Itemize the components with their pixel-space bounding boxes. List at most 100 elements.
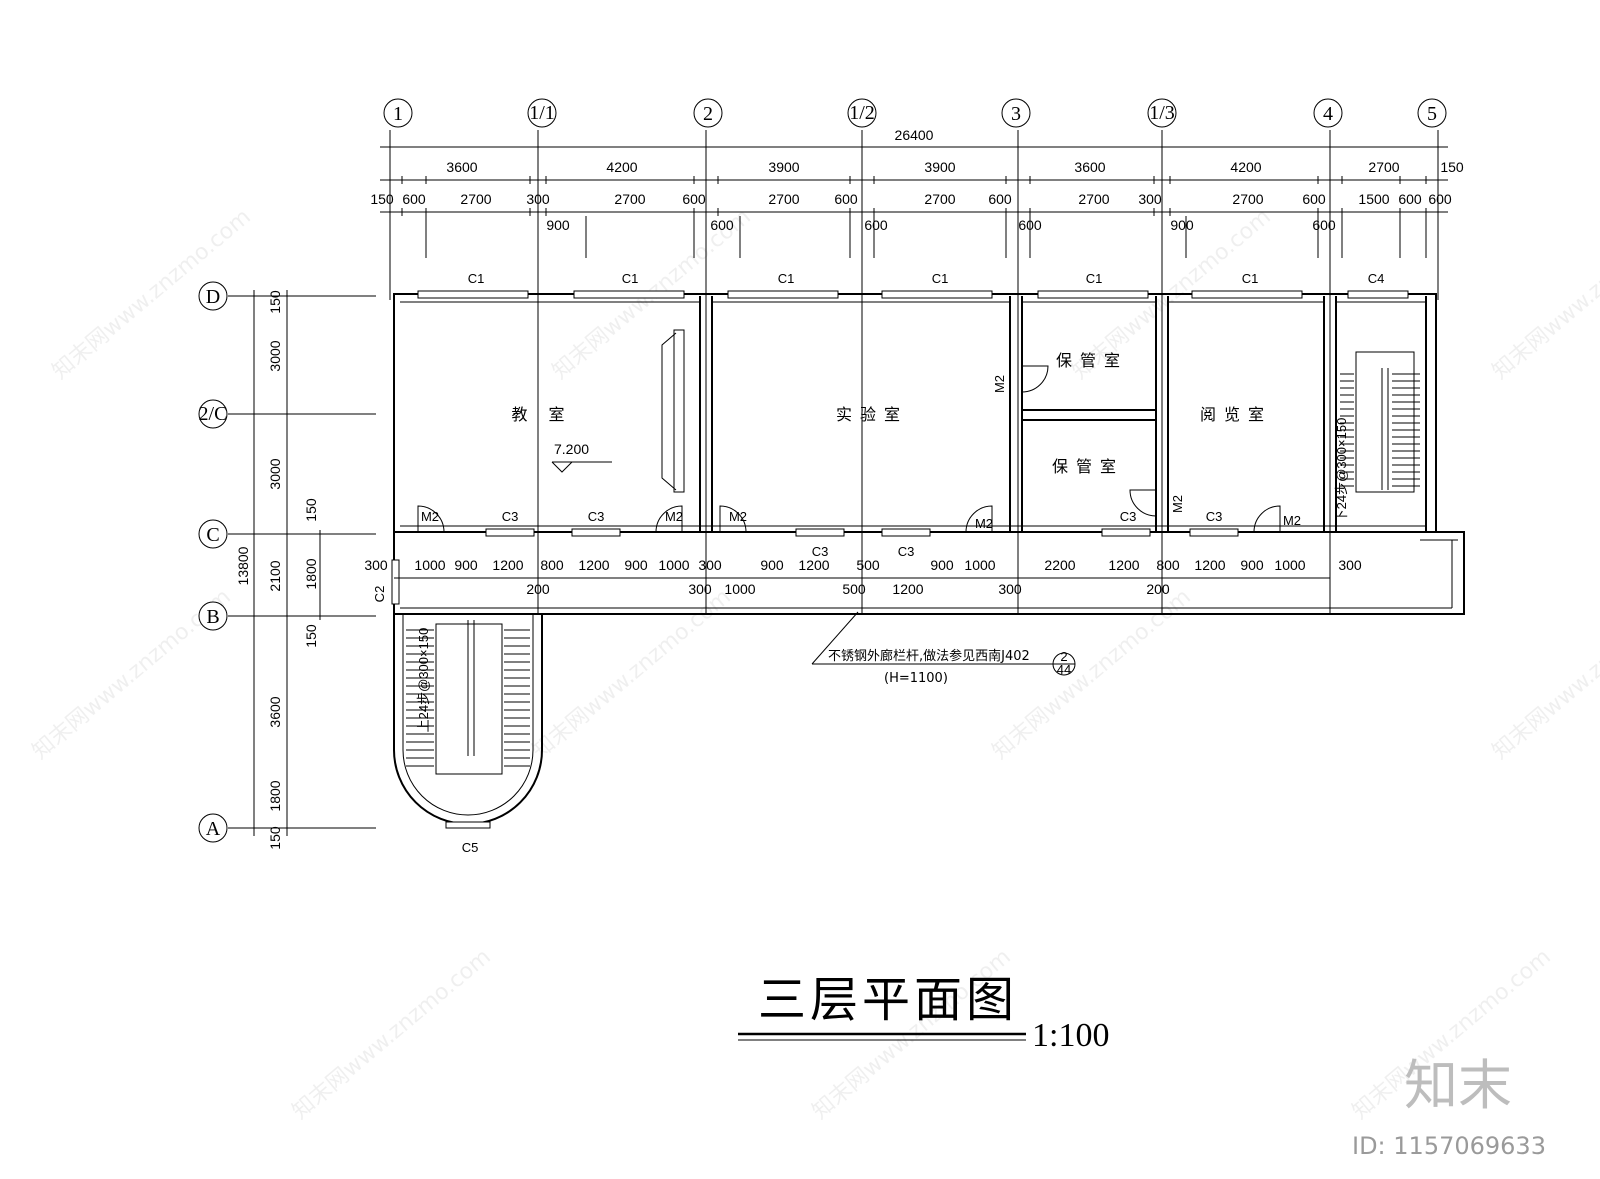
axis-label: C (206, 524, 219, 546)
dim-value: 1800 (303, 558, 319, 589)
dim-value: 900 (760, 557, 784, 573)
dim-value: 1000 (1274, 557, 1305, 573)
dim-value: 200 (1146, 581, 1170, 597)
door-label: M2 (975, 516, 993, 531)
dim-value: 300 (1338, 557, 1362, 573)
window-label: C5 (462, 840, 479, 855)
axis-bubbles-left: D 2/C C B A (198, 281, 228, 843)
dim-value: 2700 (614, 191, 645, 207)
door-label: M2 (421, 509, 439, 524)
watermark-text: 知末网www.znzmo.com (528, 584, 736, 764)
dim-value: 300 (526, 191, 550, 207)
dim-value: 600 (1428, 191, 1452, 207)
door-label: M2 (665, 509, 683, 524)
dim-value: 300 (998, 581, 1022, 597)
window-label: C3 (812, 544, 829, 559)
dim-value: 2700 (768, 191, 799, 207)
axis-label: 1 (393, 103, 403, 125)
left-dims: 1380030003000210036001800150150180015015… (235, 290, 319, 850)
dim-value: 600 (1398, 191, 1422, 207)
dim-value: 600 (988, 191, 1012, 207)
watermark-text: 知末网www.znzmo.com (1488, 204, 1600, 384)
dim-value: 600 (682, 191, 706, 207)
top-dims-row2: 150 600 2700 300 2700 600 2700 600 2700 600 2700 30… (370, 191, 1452, 207)
drawing-title: 三层平面图 (758, 972, 1018, 1028)
dim-value: 2700 (1078, 191, 1109, 207)
dim-value: 300 (364, 557, 388, 573)
watermark-text: 知末网www.znzmo.com (288, 944, 496, 1124)
room-labels: 教 室 实验室 保管室 保管室 阅览室 (511, 351, 1272, 476)
dim-total-left: 13800 (235, 546, 251, 585)
window-label: C4 (1368, 271, 1385, 286)
window-label: C3 (1120, 509, 1137, 524)
dim-value: 150 (267, 290, 283, 314)
elevation-mark: 7.200 (551, 441, 612, 473)
dim-value: 150 (303, 624, 319, 648)
axis-label: 1/1 (529, 102, 555, 124)
dim-value: 600 (864, 217, 888, 233)
axis-label: 2 (703, 103, 713, 125)
stair-label-left: 上24步@300×150 (416, 628, 431, 733)
dim-value: 2700 (1232, 191, 1263, 207)
top-dimension-lines (380, 143, 1448, 260)
stair-left-treads (406, 629, 530, 767)
room-classroom: 教 室 (511, 405, 572, 424)
top-dim-ticks (389, 176, 1439, 258)
window-label: C3 (588, 509, 605, 524)
dim-value: 900 (1170, 217, 1194, 233)
dim-value: 150 (370, 191, 394, 207)
axis-label: 1/3 (1149, 102, 1175, 124)
note-ref-bottom: 44 (1057, 662, 1071, 677)
axis-label: 1/2 (849, 102, 875, 124)
dim-value: 4200 (606, 159, 637, 175)
window-label: C1 (778, 271, 795, 286)
doors (417, 365, 1281, 533)
image-id: ID: 1157069633 (1352, 1132, 1546, 1160)
dim-value: 300 (1138, 191, 1162, 207)
railing-note: 不锈钢外廊栏杆,做法参见西南J402 (H=1100) 2 44 (811, 611, 1076, 686)
elevation-value: 7.200 (554, 441, 589, 457)
dim-value: 1200 (892, 581, 923, 597)
window-label: C1 (932, 271, 949, 286)
dim-value: 2700 (460, 191, 491, 207)
axis-bubbles-top: 1 1/1 2 1/2 3 1/3 4 5 (383, 98, 1447, 128)
axis-label: A (206, 818, 221, 840)
door-label: M2 (992, 375, 1007, 393)
dim-value: 1000 (658, 557, 689, 573)
dim-value: 900 (546, 217, 570, 233)
watermark-text: 知末网www.znzmo.com (1488, 584, 1600, 764)
drawing-scale: 1:100 (1032, 1017, 1109, 1054)
dim-value: 300 (698, 557, 722, 573)
dim-value: 200 (526, 581, 550, 597)
room-storage: 保管室 (1056, 351, 1128, 370)
stair-labels: 上24步@300×150 下24步@300×150 (416, 418, 1349, 733)
brand-logo-text: 知末 (1404, 1054, 1512, 1117)
dim-value: 300 (688, 581, 712, 597)
dim-value: 3900 (768, 159, 799, 175)
top-windows (417, 290, 1409, 299)
dim-value: 1200 (1108, 557, 1139, 573)
dim-value: 1000 (414, 557, 445, 573)
dim-value: 3600 (267, 696, 283, 727)
dim-value: 2200 (1044, 557, 1075, 573)
dim-value: 1200 (798, 557, 829, 573)
brand-logo: 知末 ID: 1157069633 (1352, 1054, 1546, 1160)
dim-value: 800 (1156, 557, 1180, 573)
room-lab: 实验室 (836, 405, 908, 424)
dim-value: 4200 (1230, 159, 1261, 175)
axis-label: B (206, 606, 219, 628)
dim-value: 1800 (267, 780, 283, 811)
dim-value: 500 (856, 557, 880, 573)
dim-value: 150 (267, 826, 283, 850)
dim-value: 150 (303, 498, 319, 522)
dim-value: 1500 (1358, 191, 1389, 207)
dim-value: 3600 (1074, 159, 1105, 175)
door-label: M2 (1170, 495, 1185, 513)
dim-value: 3900 (924, 159, 955, 175)
window-label: C1 (468, 271, 485, 286)
room-reading: 阅览室 (1200, 405, 1272, 424)
window-label: C3 (898, 544, 915, 559)
